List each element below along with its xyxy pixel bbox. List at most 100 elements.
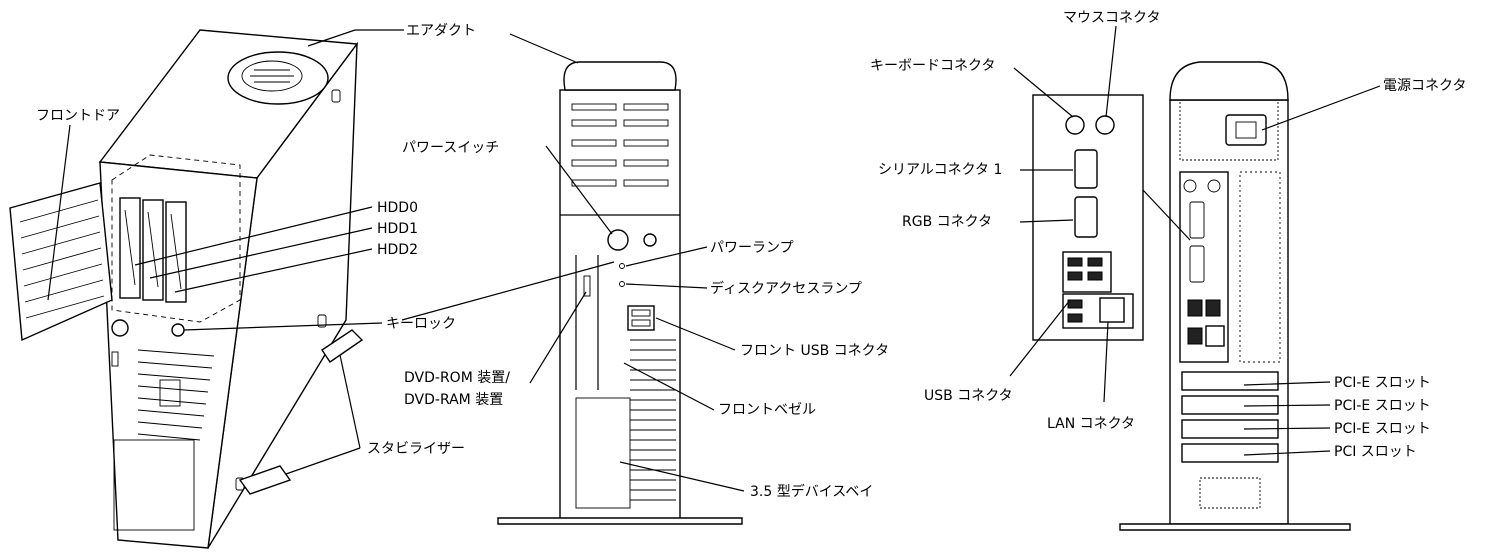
leader-power-conn <box>1261 85 1381 131</box>
leader-bay-35 <box>619 461 745 492</box>
labels: エアダクト フロントドア HDD0 HDD1 HDD2 キーロック スタビライザ… <box>36 10 1466 500</box>
rear-side-vent <box>1239 171 1281 363</box>
label-pci-slot: PCI スロット <box>1334 444 1417 460</box>
leader-usb <box>1009 299 1071 377</box>
iso-air-duct <box>227 51 329 105</box>
front-power-switch <box>607 229 629 251</box>
label-dvd-rom: DVD-ROM 装置/ <box>404 370 510 386</box>
rear-power-connector <box>1225 114 1267 146</box>
rear-zoom-panel <box>1032 94 1144 341</box>
iso-front-door <box>9 182 113 342</box>
leader-stabilizer-1 <box>339 354 361 449</box>
zoom-rgb-port <box>1074 196 1098 238</box>
label-bay-35: 3.5 型デバイスベイ <box>750 483 873 500</box>
leader-pcie3 <box>1243 427 1331 430</box>
label-pcie-slot-3: PCI-E スロット <box>1334 421 1431 437</box>
label-power-switch: パワースイッチ <box>402 140 499 156</box>
iso-tower <box>9 29 364 549</box>
iso-stabilizer-upper <box>321 329 364 363</box>
label-keyboard-connector: キーボードコネクタ <box>870 58 995 74</box>
leader-dvd <box>529 291 587 384</box>
iso-power-button <box>111 319 129 337</box>
leader-key-lock <box>183 322 383 331</box>
rear-pcie-slot-1 <box>1181 371 1279 391</box>
label-front-bezel: フロントベゼル <box>718 402 816 418</box>
label-pcie-slot-1: PCI-E スロット <box>1334 375 1431 391</box>
leader-mouse <box>1105 25 1117 118</box>
iso-hdd-trays <box>119 197 187 303</box>
iso-usb-port <box>159 379 181 407</box>
leader-rgb <box>1019 219 1074 223</box>
leader-stabilizer-2 <box>285 447 361 475</box>
zoom-keyboard-port <box>1065 115 1085 135</box>
zoom-lan-port <box>1099 297 1125 323</box>
iso-air-duct-grille <box>241 60 303 92</box>
leader-lines <box>47 25 1381 492</box>
label-front-usb: フロント USB コネクタ <box>740 343 889 359</box>
front-top-vents <box>571 103 669 187</box>
iso-front-door-vents <box>19 199 105 319</box>
zoom-mouse-port <box>1095 115 1115 135</box>
leader-keyboard <box>1013 67 1074 118</box>
label-power-lamp: パワーランプ <box>710 240 794 256</box>
rear-slots <box>1181 371 1279 463</box>
label-serial-connector: シリアルコネクタ 1 <box>878 162 1002 178</box>
rear-stabilizer <box>1119 523 1351 531</box>
iso-key-lock <box>171 323 185 337</box>
leader-air-duct-right <box>509 33 579 64</box>
front-bay-35 <box>575 397 631 509</box>
leader-front-bezel <box>623 362 715 411</box>
label-key-lock: キーロック <box>386 316 456 332</box>
label-lan-connector: LAN コネクタ <box>1047 416 1135 432</box>
rear-bottom-vent <box>1199 477 1261 509</box>
iso-stabilizer-lower <box>238 465 292 495</box>
label-hdd2: HDD2 <box>377 242 418 258</box>
rear-psu-vent <box>1179 99 1279 161</box>
rear-top <box>1169 61 1289 101</box>
iso-front-vents <box>137 349 215 441</box>
front-stabilizer <box>497 517 743 525</box>
label-hdd1: HDD1 <box>377 221 418 237</box>
leader-power-switch <box>545 145 613 235</box>
label-rgb-connector: RGB コネクタ <box>902 214 992 230</box>
zoom-serial-port <box>1074 149 1098 189</box>
label-air-duct: エアダクト <box>406 23 476 39</box>
leader-front-usb <box>655 317 736 351</box>
label-hdd0: HDD0 <box>377 200 418 216</box>
front-key-lock <box>643 233 657 247</box>
label-pcie-slot-2: PCI-E スロット <box>1334 398 1431 414</box>
iso-screw <box>317 314 327 328</box>
label-power-connector: 電源コネクタ <box>1383 78 1466 94</box>
leader-front-door <box>47 124 71 301</box>
leader-lan <box>1103 321 1109 403</box>
iso-screw <box>331 89 341 103</box>
leader-disk-lamp <box>625 283 708 289</box>
leader-hdd0 <box>134 206 373 266</box>
leader-hdd1 <box>149 227 373 279</box>
iso-dvd-slot <box>111 351 119 367</box>
leader-pcie2 <box>1243 404 1331 407</box>
label-mouse-connector: マウスコネクタ <box>1063 10 1160 26</box>
label-usb-connector: USB コネクタ <box>924 388 1013 404</box>
rear-tower <box>1119 61 1351 531</box>
front-tower <box>497 61 743 525</box>
rear-pcie-slot-2 <box>1181 395 1279 415</box>
leader-pcie1 <box>1243 381 1331 386</box>
zoom-leader <box>1142 189 1191 241</box>
iso-bay-35 <box>113 439 195 531</box>
rear-pci-slot <box>1181 443 1279 463</box>
label-front-door: フロントドア <box>36 108 120 124</box>
leader-hdd2 <box>174 248 373 293</box>
leader-key-lock-front <box>401 261 615 321</box>
iso-drive-cage <box>111 154 241 323</box>
leader-power-lamp <box>625 246 708 267</box>
leader-air-duct-left <box>307 29 404 47</box>
front-dvd-eject <box>583 275 591 297</box>
leader-pci <box>1243 450 1331 456</box>
front-disk-lamp <box>619 281 625 287</box>
front-air-duct <box>563 61 677 91</box>
label-stabilizer: スタビライザー <box>367 441 465 457</box>
label-disk-access-lamp: ディスクアクセスランプ <box>710 280 862 297</box>
